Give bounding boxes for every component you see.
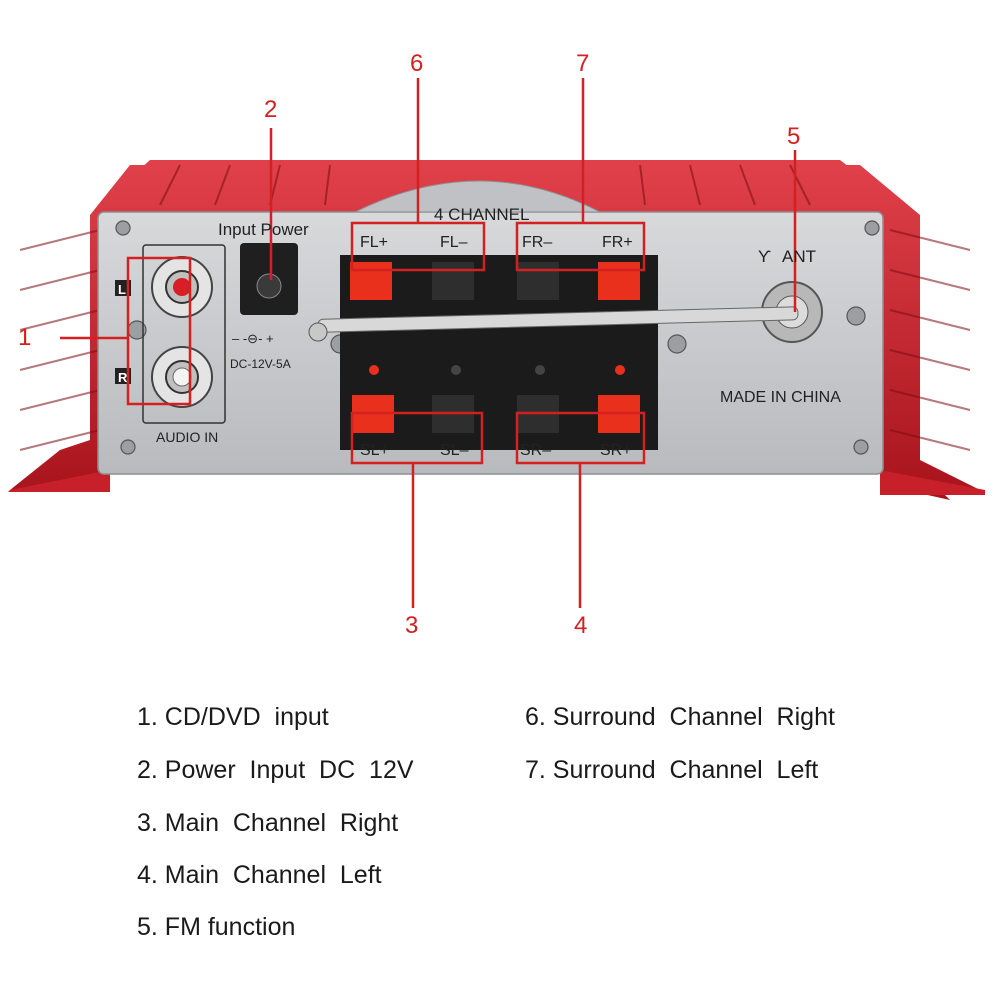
dc-rating-label: DC-12V-5A <box>230 357 291 371</box>
audio-in-label: AUDIO IN <box>156 429 218 445</box>
callout-number-1: 1 <box>18 324 32 351</box>
made-in-label: MADE IN CHINA <box>720 389 841 406</box>
terminal-sl-plus: SL+ <box>360 442 389 459</box>
input-power-label: Input Power <box>218 220 309 239</box>
audio-in-frame <box>142 244 226 424</box>
rca-jack-right-icon <box>151 346 213 408</box>
antenna-symbol-icon: Ƴ <box>758 247 771 266</box>
terminal-sr-plus: SR+ <box>600 442 632 459</box>
callout-number-6: 6 <box>410 50 424 77</box>
antenna-label: ANT <box>782 247 816 266</box>
speaker-terminal-block <box>340 255 658 450</box>
legend-item-6: 6. Surround Channel Right <box>525 703 835 731</box>
callout-number-7: 7 <box>576 50 590 77</box>
channel-title: 4 CHANNEL <box>434 205 529 224</box>
callout-number-2: 2 <box>264 96 278 123</box>
legend-item-4: 4. Main Channel Left <box>137 861 382 889</box>
terminal-sr-minus: SR– <box>520 442 551 459</box>
legend-item-5: 5. FM function <box>137 913 296 941</box>
terminal-fl-minus: FL– <box>440 234 468 251</box>
terminal-fr-minus: FR– <box>522 234 552 251</box>
terminal-fl-plus: FL+ <box>360 234 388 251</box>
callout-number-5: 5 <box>787 123 801 150</box>
dc-polarity-label: – -⊖- + <box>232 331 274 346</box>
legend-item-7: 7. Surround Channel Left <box>525 756 819 784</box>
terminal-sl-minus: SL– <box>440 442 469 459</box>
antenna-rod-icon <box>308 281 823 343</box>
legend-item-2: 2. Power Input DC 12V <box>137 756 414 784</box>
callout-lines <box>60 78 797 608</box>
legend-item-3: 3. Main Channel Right <box>137 809 399 837</box>
terminal-fr-plus: FR+ <box>602 234 633 251</box>
callout-number-4: 4 <box>574 612 588 639</box>
callout-number-3: 3 <box>405 612 419 639</box>
left-marker: L <box>118 282 126 297</box>
rca-jack-left-icon <box>151 256 213 318</box>
legend-item-1: 1. CD/DVD input <box>137 703 329 731</box>
right-marker: R <box>118 370 128 385</box>
